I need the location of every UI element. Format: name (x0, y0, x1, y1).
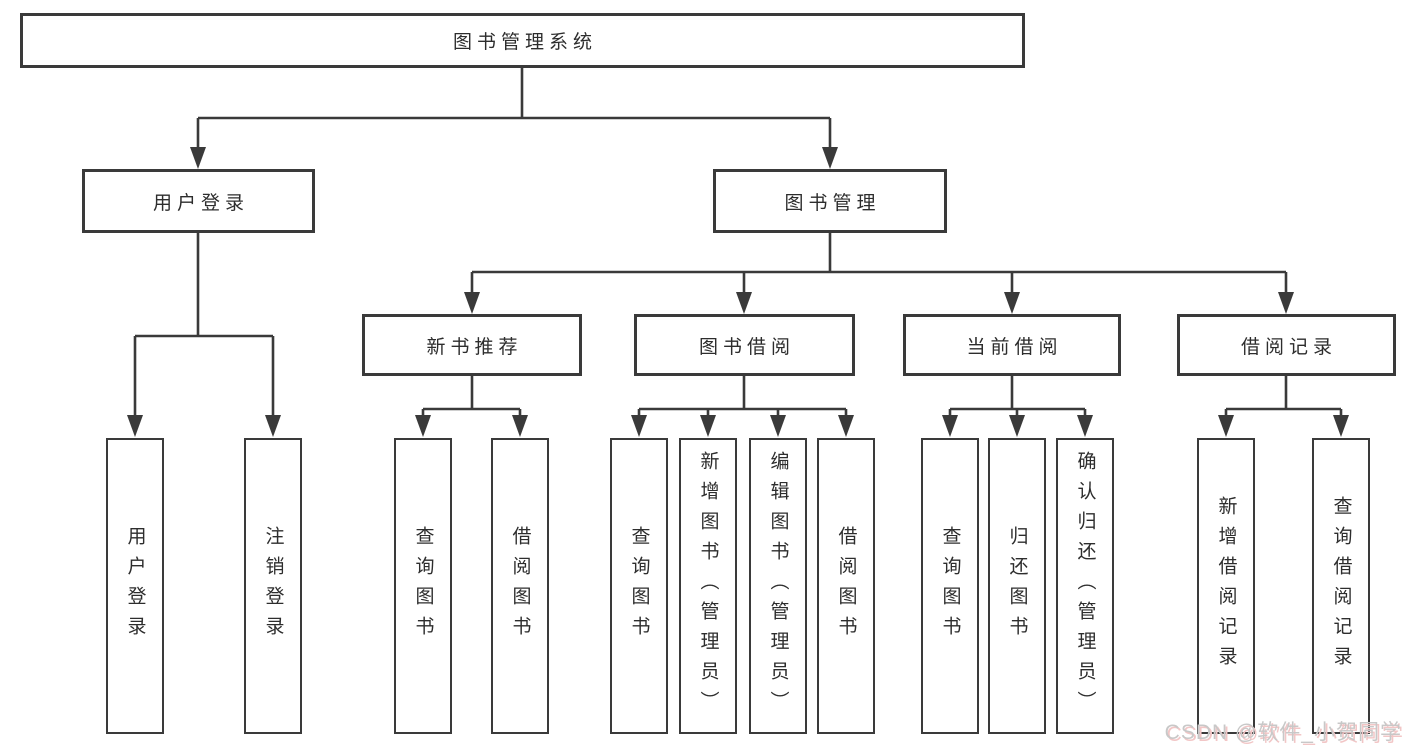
leaf-label: 注销登录 (262, 526, 284, 646)
leaf-label: 新增借阅记录 (1215, 496, 1237, 676)
leaf-return-books: 归还图书 (988, 438, 1046, 734)
connector-borrowing-records-children (1224, 376, 1343, 417)
arrowhead (1218, 415, 1234, 437)
leaf-label: 新增图书（管理员） (697, 451, 719, 721)
node-borrowing-records: 借阅记录 (1177, 314, 1396, 376)
arrowhead (464, 292, 480, 314)
leaf-borrow-books-recommend: 借阅图书 (491, 438, 549, 734)
leaf-label: 查询图书 (628, 526, 650, 646)
connector-book-borrowing-children (637, 376, 848, 417)
leaf-borrow-books-borrowing: 借阅图书 (817, 438, 875, 734)
arrowhead (190, 147, 206, 169)
arrowhead (838, 415, 854, 437)
connector-book-management-children (470, 233, 1288, 294)
leaf-query-books-recommend: 查询图书 (394, 438, 452, 734)
arrowhead (1009, 415, 1025, 437)
connector-current-borrowing-children (948, 376, 1087, 417)
arrowhead (1077, 415, 1093, 437)
leaf-label: 用户登录 (124, 526, 146, 646)
node-new-book-recommendation-label: 新书推荐 (426, 336, 523, 358)
arrowhead (1333, 415, 1349, 437)
arrowhead (736, 292, 752, 314)
leaf-query-books-borrowing: 查询图书 (610, 438, 668, 734)
connector-lines (133, 68, 1343, 417)
arrowheads (127, 147, 1349, 437)
leaf-query-books-current: 查询图书 (921, 438, 979, 734)
leaf-label: 查询图书 (412, 526, 434, 646)
leaf-label: 借阅图书 (835, 526, 857, 646)
leaf-user-login: 用户登录 (106, 438, 164, 734)
node-book-management-label: 图书管理 (784, 192, 881, 214)
connector-new-book-recommendation-children (421, 376, 522, 417)
connector-user-login-children (133, 233, 275, 417)
arrowhead (512, 415, 528, 437)
arrowhead (631, 415, 647, 437)
connector-root-to-level2 (196, 68, 832, 147)
arrowhead (415, 415, 431, 437)
arrowhead (770, 415, 786, 437)
arrowhead (942, 415, 958, 437)
node-root: 图书管理系统 (20, 13, 1025, 68)
node-new-book-recommendation: 新书推荐 (362, 314, 582, 376)
leaf-label: 确认归还（管理员） (1074, 451, 1096, 721)
leaf-add-book-admin: 新增图书（管理员） (679, 438, 737, 734)
leaf-label: 编辑图书（管理员） (767, 451, 789, 721)
leaf-query-borrow-record: 查询借阅记录 (1312, 438, 1370, 734)
arrowhead (700, 415, 716, 437)
node-borrowing-records-label: 借阅记录 (1240, 336, 1337, 358)
arrowhead (1278, 292, 1294, 314)
leaf-label: 借阅图书 (509, 526, 531, 646)
leaf-label: 查询借阅记录 (1330, 496, 1352, 676)
leaf-edit-book-admin: 编辑图书（管理员） (749, 438, 807, 734)
node-book-management: 图书管理 (713, 169, 947, 233)
arrowhead (265, 415, 281, 437)
leaf-label: 归还图书 (1006, 526, 1028, 646)
node-book-borrowing: 图书借阅 (634, 314, 855, 376)
arrowhead (822, 147, 838, 169)
node-user-login-label: 用户登录 (152, 192, 249, 214)
arrowhead (127, 415, 143, 437)
node-current-borrowing-label: 当前借阅 (966, 336, 1063, 358)
node-user-login: 用户登录 (82, 169, 315, 233)
leaf-label: 查询图书 (939, 526, 961, 646)
node-root-label: 图书管理系统 (452, 32, 597, 53)
csdn-watermark: CSDN @软件_小贺同学 (1164, 721, 1402, 744)
node-current-borrowing: 当前借阅 (903, 314, 1121, 376)
leaf-logout: 注销登录 (244, 438, 302, 734)
leaf-confirm-return-admin: 确认归还（管理员） (1056, 438, 1114, 734)
node-book-borrowing-label: 图书借阅 (698, 336, 795, 358)
arrowhead (1004, 292, 1020, 314)
leaf-add-borrow-record: 新增借阅记录 (1197, 438, 1255, 734)
